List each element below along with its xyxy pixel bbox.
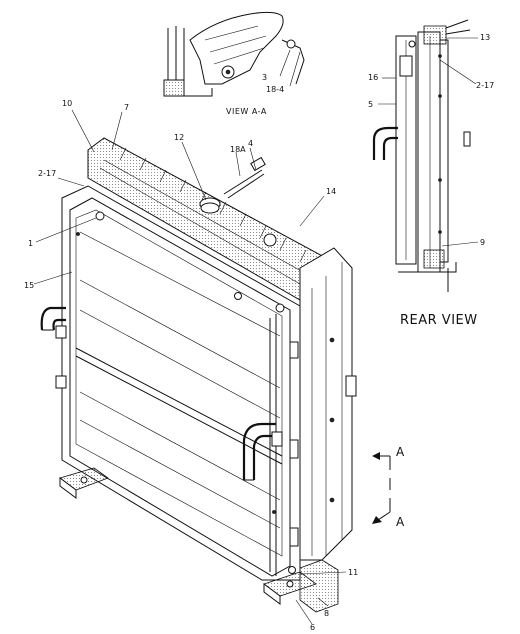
callout-13: 13 bbox=[480, 33, 490, 42]
callout-2-17-main: 2-17 bbox=[38, 169, 56, 178]
callout-16: 16 bbox=[368, 73, 378, 82]
callout-12: 12 bbox=[174, 133, 184, 142]
view-a-a-label: VIEW A-A bbox=[226, 107, 267, 116]
callout-14: 14 bbox=[326, 187, 336, 196]
callout-6: 6 bbox=[310, 623, 315, 632]
callout-10: 10 bbox=[62, 99, 72, 108]
callout-1: 1 bbox=[28, 239, 33, 248]
callout-5: 5 bbox=[368, 100, 373, 109]
callout-8: 8 bbox=[324, 609, 329, 618]
section-indicator-a-a: A A bbox=[372, 445, 405, 529]
callout-15: 15 bbox=[24, 281, 34, 290]
rear-view-label: REAR VIEW bbox=[400, 313, 478, 328]
view-a-a-detail: 3 18-4 VIEW A-A bbox=[163, 11, 305, 116]
callout-3: 3 bbox=[262, 73, 267, 82]
callout-7: 7 bbox=[124, 103, 129, 112]
callout-9: 9 bbox=[480, 238, 485, 247]
callout-2-17-rear: 2-17 bbox=[476, 81, 494, 90]
section-a-bottom: A bbox=[396, 515, 405, 529]
callout-11: 11 bbox=[348, 568, 358, 577]
callout-18-4: 18-4 bbox=[266, 85, 284, 94]
callout-4: 4 bbox=[248, 139, 253, 148]
main-radiator-assembly: 10 7 2-17 1 15 12 18A 4 14 11 8 6 bbox=[24, 99, 358, 632]
rear-view-detail: 13 2-17 16 5 9 REAR VIEW bbox=[368, 19, 494, 328]
callout-18a: 18A bbox=[230, 145, 246, 154]
section-a-top: A bbox=[396, 445, 405, 459]
